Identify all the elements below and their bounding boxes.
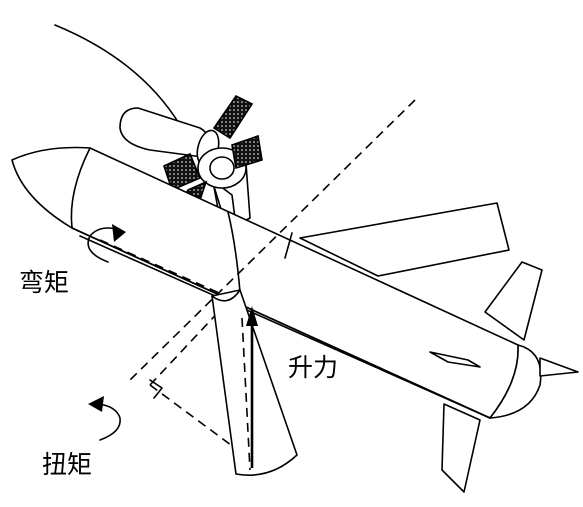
- bending-moment-label: 弯矩: [19, 268, 70, 297]
- dashed-chord: [149, 384, 263, 469]
- torque-head: [88, 396, 104, 412]
- torque-arc: [97, 403, 121, 441]
- dashed-torque-axis: [149, 304, 226, 386]
- leader-line: [54, 24, 181, 126]
- right-angle-mark: [149, 379, 163, 399]
- lift-projection: [241, 317, 251, 471]
- tail-cap: [489, 344, 542, 419]
- tail-fin-upper: [484, 261, 543, 341]
- tail-fin-lower: [441, 403, 481, 493]
- rotor-hub-inner: [209, 156, 235, 180]
- rotor-blade-left: [163, 152, 202, 192]
- body-seam-2: [284, 232, 293, 259]
- lower-wing: [211, 289, 298, 476]
- right-wing: [299, 202, 510, 277]
- lift-label: 升力: [288, 353, 339, 382]
- lower-wing-root: [211, 289, 241, 302]
- torque-label: 扭矩: [42, 450, 93, 479]
- side-strake: [429, 351, 481, 368]
- rotor-blade-right: [231, 134, 263, 170]
- bending-moment-head: [112, 224, 126, 242]
- dashed-axis-long: [129, 99, 416, 381]
- bending-moment-arc: [87, 227, 121, 263]
- body-mid-line: [79, 235, 491, 419]
- rotor-blade-top: [212, 94, 254, 140]
- body-seam-1: [227, 211, 241, 293]
- nose-seam: [70, 147, 91, 229]
- dashed-body-axis: [99, 239, 236, 301]
- lift-arrow-head: [246, 306, 258, 326]
- nozzle: [539, 357, 579, 377]
